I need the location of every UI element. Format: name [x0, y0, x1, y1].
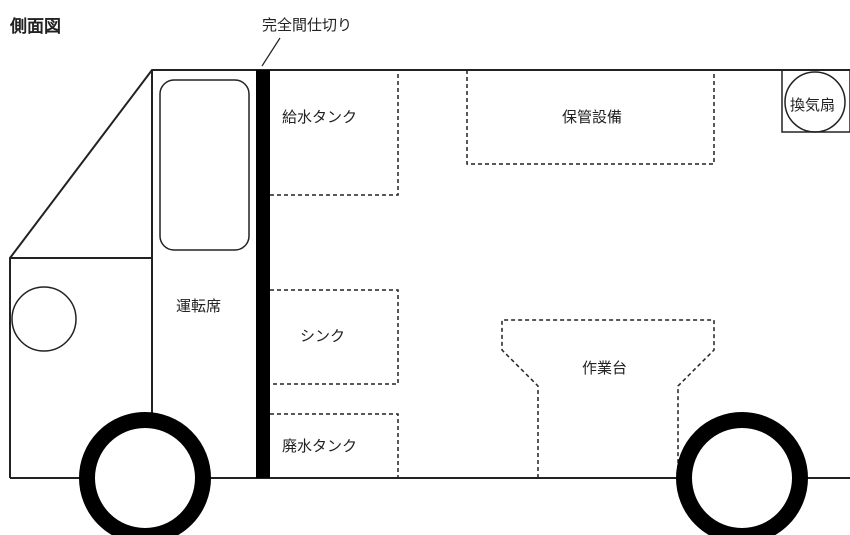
water-tank-box — [270, 70, 399, 196]
sink-box — [270, 289, 399, 385]
partition-label: 完全間仕切り — [262, 16, 353, 34]
rear-wheel — [676, 412, 808, 535]
storage-box — [466, 70, 715, 165]
waste-water-tank-label: 廃水タンク — [282, 437, 358, 455]
ventilation-fan-label: 換気扇 — [790, 96, 836, 114]
work-table-label: 作業台 — [582, 359, 628, 377]
page-title: 側面図 — [10, 17, 61, 37]
partition-pointer — [261, 37, 281, 67]
cab-window — [159, 79, 250, 251]
front-wheel — [79, 412, 211, 535]
storage-label: 保管設備 — [562, 108, 623, 126]
water-tank-label: 給水タンク — [282, 108, 358, 126]
waste-water-tank-box — [270, 413, 399, 478]
work-table-outline — [501, 319, 715, 478]
ventilation-fan-icon — [784, 71, 846, 133]
headlight — [11, 286, 77, 352]
partition-wall — [256, 70, 270, 478]
driver-seat-label: 運転席 — [176, 297, 222, 315]
sink-label: シンク — [300, 327, 346, 345]
